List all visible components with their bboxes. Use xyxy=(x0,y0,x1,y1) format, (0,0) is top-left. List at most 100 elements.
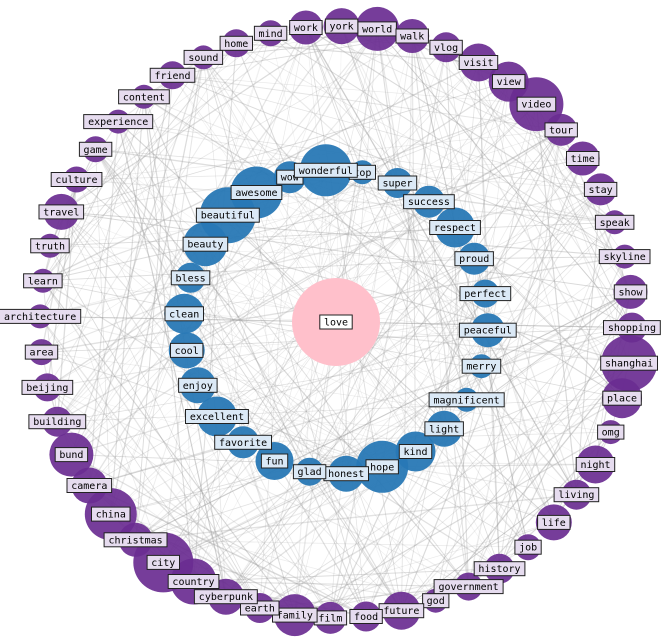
edge xyxy=(270,32,625,257)
edge xyxy=(411,35,577,495)
label-box xyxy=(458,322,517,338)
edge xyxy=(361,172,555,523)
edge xyxy=(46,33,272,388)
edge xyxy=(56,96,145,422)
edge xyxy=(341,25,467,400)
edge xyxy=(259,522,554,609)
edge xyxy=(225,471,311,597)
edge xyxy=(193,580,469,588)
label-box xyxy=(603,320,661,336)
edge xyxy=(454,81,509,228)
edge xyxy=(202,57,367,617)
label-box xyxy=(602,390,642,406)
node-label-country: country xyxy=(167,574,220,589)
label-box xyxy=(253,25,288,41)
edge xyxy=(143,96,489,331)
edge xyxy=(162,182,398,563)
edge xyxy=(42,158,583,282)
label-text: film xyxy=(318,613,342,624)
node-label-area: area xyxy=(24,344,59,360)
edge xyxy=(400,35,413,611)
edge xyxy=(47,182,398,388)
edge xyxy=(71,454,367,618)
node-label-skyline: skyline xyxy=(598,249,651,265)
label-text: building xyxy=(33,417,81,428)
label-box xyxy=(613,284,648,300)
edge xyxy=(259,397,623,609)
node-label-awesome: awesome xyxy=(230,185,283,200)
edge xyxy=(172,74,601,190)
label-text: sound xyxy=(188,53,218,64)
label-box xyxy=(30,238,70,254)
edge xyxy=(39,316,227,597)
edge xyxy=(259,177,291,609)
edge xyxy=(49,35,413,247)
edge xyxy=(536,104,630,364)
edge xyxy=(163,473,347,563)
label-text: magnificent xyxy=(433,395,499,406)
node-label-future: future xyxy=(378,603,425,619)
edge xyxy=(135,291,631,541)
label-text: favorite xyxy=(219,438,267,449)
edge xyxy=(435,362,630,601)
node-label-stay: stay xyxy=(583,181,618,197)
node-label-bund: bund xyxy=(54,447,89,463)
edge xyxy=(259,362,630,609)
edge xyxy=(186,350,347,474)
label-text: light xyxy=(429,424,459,435)
label-box xyxy=(83,114,154,130)
edge xyxy=(42,280,296,616)
edge xyxy=(305,27,616,223)
label-text: food xyxy=(354,612,378,623)
node-label-experience: experience xyxy=(83,114,154,130)
label-box xyxy=(146,554,181,570)
edge xyxy=(411,35,623,399)
node-label-living: living xyxy=(553,487,600,503)
edge xyxy=(193,568,500,582)
label-text: excellent xyxy=(190,412,244,423)
node-label-excellent: excellent xyxy=(185,409,249,424)
node-label-york: york xyxy=(324,18,359,34)
node-label-beijing: beijing xyxy=(21,379,74,395)
node-label-cyberpunk: cyberpunk xyxy=(193,589,258,605)
label-box xyxy=(516,96,557,112)
label-box xyxy=(50,172,103,187)
label-text: truth xyxy=(35,241,65,252)
label-text: christmas xyxy=(109,535,163,546)
edge xyxy=(197,172,363,386)
label-text: merry xyxy=(466,362,496,373)
edge xyxy=(225,189,601,597)
edge xyxy=(71,454,383,468)
edge xyxy=(117,121,402,612)
node-label-god: god xyxy=(422,593,450,609)
edge xyxy=(309,227,456,472)
label-text: cyberpunk xyxy=(199,592,253,603)
node-label-bless: bless xyxy=(170,270,211,286)
edge xyxy=(467,129,562,587)
node-label-magnificent: magnificent xyxy=(428,392,505,408)
edge xyxy=(95,148,615,223)
label-box xyxy=(28,414,87,430)
label-box xyxy=(182,236,229,252)
label-text: shopping xyxy=(608,323,656,334)
label-text: experience xyxy=(88,117,148,128)
node-label-clean: clean xyxy=(164,306,204,322)
edge xyxy=(172,74,537,105)
edge xyxy=(60,211,261,609)
edge xyxy=(88,121,119,486)
node-label-glad: glad xyxy=(292,464,327,480)
label-box xyxy=(324,18,359,34)
label-box xyxy=(38,204,85,220)
edge xyxy=(71,329,488,456)
edge xyxy=(274,28,378,462)
edge xyxy=(468,256,626,587)
edge xyxy=(365,329,489,617)
node-label-food: food xyxy=(349,609,383,624)
label-box xyxy=(458,55,499,70)
edge xyxy=(428,201,577,495)
label-text: night xyxy=(580,460,610,471)
label-box xyxy=(428,392,505,408)
edge xyxy=(41,351,554,523)
label-box xyxy=(21,379,74,395)
label-box xyxy=(553,487,600,503)
